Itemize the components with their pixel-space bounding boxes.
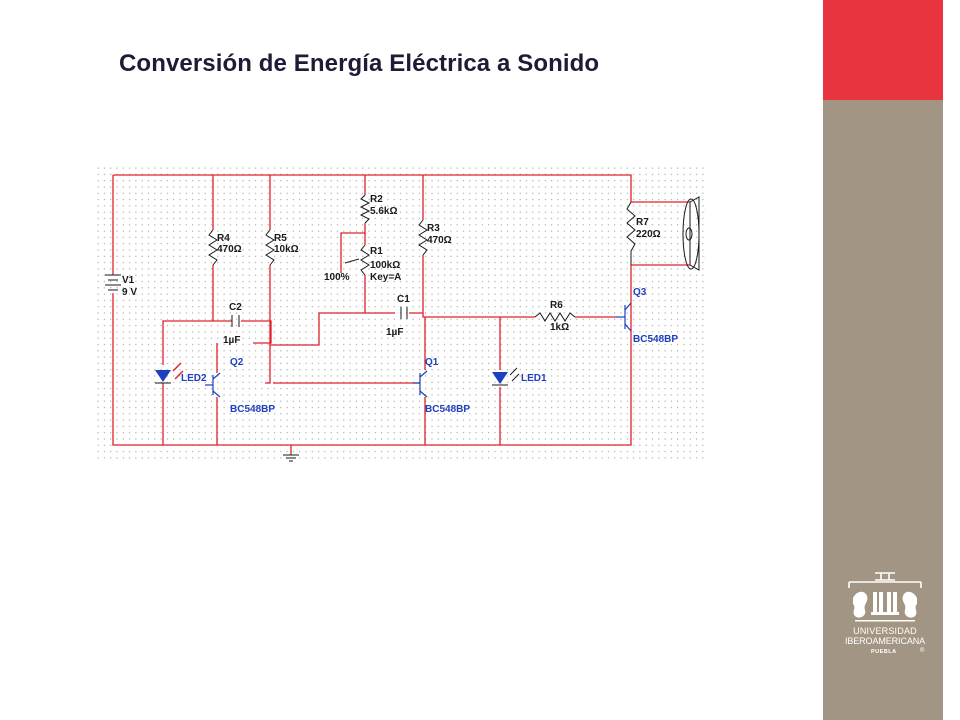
resistor-r5-name: R5	[274, 233, 287, 244]
university-logo: UNIVERSIDAD IBEROAMERICANA PUEBLA ®	[835, 570, 935, 665]
circuit-schematic-svg: V1 9 V R4 470Ω R5 10kΩ R2 5.6kΩ R1 100kΩ…	[95, 165, 705, 463]
transistor-q2-symbol	[205, 372, 221, 398]
led2-name: LED2	[181, 373, 207, 384]
transistor-q3-model: BC548BP	[633, 334, 678, 345]
transistor-q3-name: Q3	[633, 287, 647, 298]
transistor-q1-symbol	[413, 370, 428, 398]
resistor-r6-name: R6	[550, 300, 563, 311]
resistor-r1-name: R1	[370, 246, 383, 257]
capacitor-c1-value: 1µF	[386, 327, 403, 338]
capacitor-c1-name: C1	[397, 294, 410, 305]
resistor-r2-value: 5.6kΩ	[370, 206, 397, 217]
ground-icon	[283, 454, 299, 462]
slide-title: Conversión de Energía Eléctrica a Sonido	[119, 50, 600, 77]
battery-symbol	[105, 274, 121, 291]
battery-value: 9 V	[122, 287, 137, 298]
led1-symbol	[492, 367, 520, 386]
transistor-q1-model: BC548BP	[425, 404, 470, 415]
circuit-schematic: V1 9 V R4 470Ω R5 10kΩ R2 5.6kΩ R1 100kΩ…	[95, 165, 705, 463]
logo-registered-mark: ®	[920, 648, 925, 654]
transistor-q2-name: Q2	[230, 357, 244, 368]
resistor-r5-value: 10kΩ	[274, 244, 299, 255]
sidebar-red-block	[823, 0, 943, 100]
led2-symbol	[155, 362, 184, 384]
sidebar-taupe-block	[823, 100, 943, 720]
capacitor-symbols	[231, 307, 408, 327]
resistor-r6-value: 1kΩ	[550, 322, 569, 333]
logo-text-puebla: PUEBLA	[871, 649, 897, 655]
resistor-r7-name: R7	[636, 217, 649, 228]
capacitor-c2-name: C2	[229, 302, 242, 313]
logo-emblem-icon	[848, 572, 922, 622]
resistor-r2-name: R2	[370, 194, 383, 205]
resistor-r3-value: 470Ω	[427, 235, 452, 246]
transistor-q1-name: Q1	[425, 357, 439, 368]
speaker-icon	[682, 196, 705, 271]
transistor-q3-symbol	[615, 302, 632, 332]
schematic-grid	[95, 165, 705, 463]
resistor-r3-name: R3	[427, 223, 440, 234]
led1-name: LED1	[521, 373, 547, 384]
capacitor-c2-value: 1µF	[223, 335, 240, 346]
logo-text-universidad: UNIVERSIDAD	[853, 626, 917, 636]
transistor-q2-model: BC548BP	[230, 404, 275, 415]
resistor-r1-value: 100kΩ	[370, 260, 400, 271]
resistor-r4-value: 470Ω	[217, 244, 242, 255]
resistor-r7-value: 220Ω	[636, 229, 661, 240]
resistor-r1-percent: 100%	[324, 272, 350, 283]
circuit-wires	[112, 174, 690, 455]
logo-text-iberoamericana: IBEROAMERICANA	[844, 636, 926, 646]
resistor-r1-key: Key=A	[370, 272, 401, 283]
resistor-symbols	[208, 194, 636, 322]
resistor-r4-name: R4	[217, 233, 230, 244]
battery-name: V1	[122, 275, 135, 286]
sidebar-edge-strip	[943, 0, 960, 720]
